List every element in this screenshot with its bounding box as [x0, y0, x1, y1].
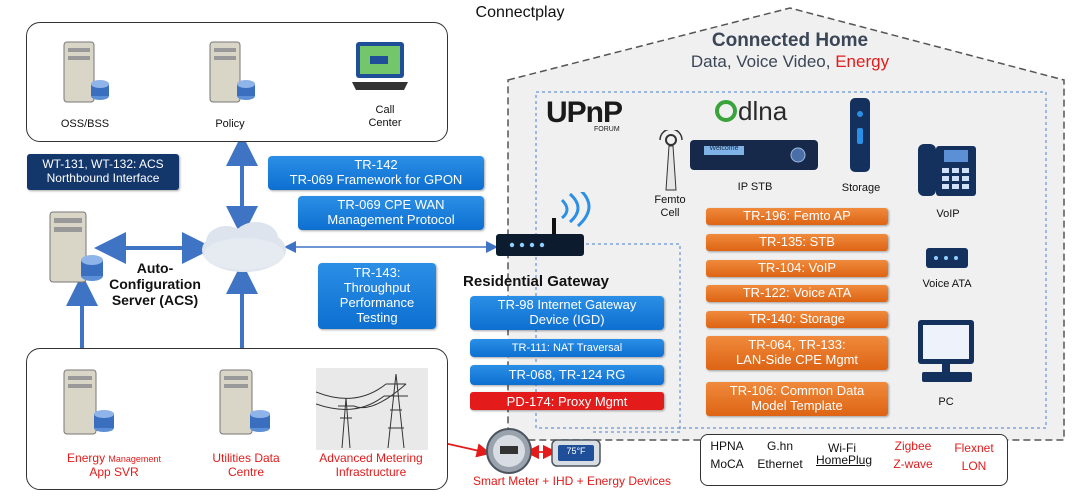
tr068-box: TR-068, TR-124 RG	[470, 365, 664, 385]
policy-server-icon	[209, 41, 255, 103]
tr143-box: TR-143: Throughput Performance Testing	[318, 263, 436, 329]
power-pylon-image	[316, 368, 428, 450]
tr122-box: TR-122: Voice ATA	[706, 285, 888, 302]
tech-flexnet: Flexnet	[954, 441, 994, 455]
call-center-laptop-icon	[352, 42, 408, 90]
tech-hpna: HPNA	[710, 439, 744, 453]
smart-meter-icon	[486, 428, 532, 474]
page-title: Connectplay	[475, 4, 565, 21]
tech-zigbee: Zigbee	[894, 439, 932, 453]
home-subtitle: Data, Voice Video, Energy	[640, 52, 940, 72]
dlna-logo: dlna	[738, 96, 788, 126]
tr135-box: TR-135: STB	[706, 234, 888, 251]
oss-label: OSS/BSS	[60, 118, 110, 130]
voip-label: VoIP	[936, 208, 960, 220]
tr069-box: TR-069 CPE WAN Management Protocol	[298, 196, 484, 230]
tech-box	[700, 434, 1008, 486]
ipstb-label: IP STB	[737, 181, 773, 193]
voip-phone-icon	[918, 144, 976, 196]
ami-label: Advanced Metering Infrastructure	[319, 451, 423, 479]
tr142-box: TR-142 TR-069 Framework for GPON	[268, 156, 484, 190]
tech-wifi: Wi-Fi	[828, 441, 856, 455]
dlna-logo-mark	[715, 100, 737, 122]
call-center-label: Call Center	[368, 104, 402, 129]
tr140-box: TR-140: Storage	[706, 311, 888, 328]
acs-server-icon	[49, 211, 103, 283]
acs-label: Auto- Configuration Server (ACS)	[109, 260, 201, 309]
gateway-title: Residential Gateway	[463, 273, 609, 290]
home-subtitle-main: Data, Voice Video,	[690, 52, 836, 71]
voice-ata-icon	[926, 248, 968, 268]
ip-stb-icon	[690, 140, 818, 170]
energy-app-tail: App SVR	[89, 464, 139, 479]
home-title: Connected Home	[711, 30, 869, 51]
pc-label: PC	[938, 396, 954, 408]
tech-ghn: G.hn	[766, 439, 793, 453]
ihd-display-text: 75°F	[566, 446, 586, 456]
energy-app-server-icon	[63, 369, 114, 435]
oss-server-icon	[63, 41, 109, 103]
tech-lon: LON	[961, 459, 987, 473]
utilities-label: Utilities Data Centre	[212, 451, 280, 479]
pc-icon	[918, 320, 974, 382]
tech-zwave: Z-wave	[893, 457, 933, 471]
utilities-server-icon	[219, 369, 270, 435]
cloud-icon	[202, 222, 286, 272]
femto-label: Femto Cell	[654, 194, 686, 219]
tr196-box: TR-196: Femto AP	[706, 208, 888, 225]
tech-moca: MoCA	[710, 457, 744, 471]
tech-ethernet: Ethernet	[757, 457, 803, 471]
stb-screen-text: Welcome	[709, 145, 739, 152]
tr111-box: TR-111: NAT Traversal	[470, 339, 664, 357]
home-title-block: Connected Home Data, Voice Video, Energy	[640, 30, 940, 72]
upnp-forum-label: FORUM	[594, 126, 620, 133]
policy-label: Policy	[215, 118, 245, 130]
home-subtitle-accent: Energy	[835, 52, 890, 71]
tr064-box: TR-064, TR-133: LAN-Side CPE Mgmt	[706, 336, 888, 370]
tr98-box: TR-98 Internet Gateway Device (IGD)	[470, 296, 664, 330]
pd174-box: PD-174: Proxy Mgmt	[470, 392, 664, 410]
storage-label: Storage	[841, 182, 881, 194]
tech-homeplug: HomePlug	[815, 453, 873, 467]
voice-ata-label: Voice ATA	[922, 278, 972, 290]
femto-cell-icon	[659, 130, 683, 191]
energy-app-main: Energy	[67, 451, 109, 465]
smart-meter-label: Smart Meter + IHD + Energy Devices	[472, 474, 672, 488]
upnp-logo: UPnP	[546, 96, 623, 129]
ihd-display-icon	[551, 439, 601, 467]
tr104-box: TR-104: VoIP	[706, 260, 888, 277]
tr106-box: TR-106: Common Data Model Template	[706, 382, 888, 416]
acs-northbound-box: WT-131, WT-132: ACS Northbound Interface	[27, 154, 179, 190]
energy-app-small: Management	[108, 454, 161, 464]
residential-gateway-icon	[496, 192, 591, 256]
storage-icon	[850, 98, 870, 172]
